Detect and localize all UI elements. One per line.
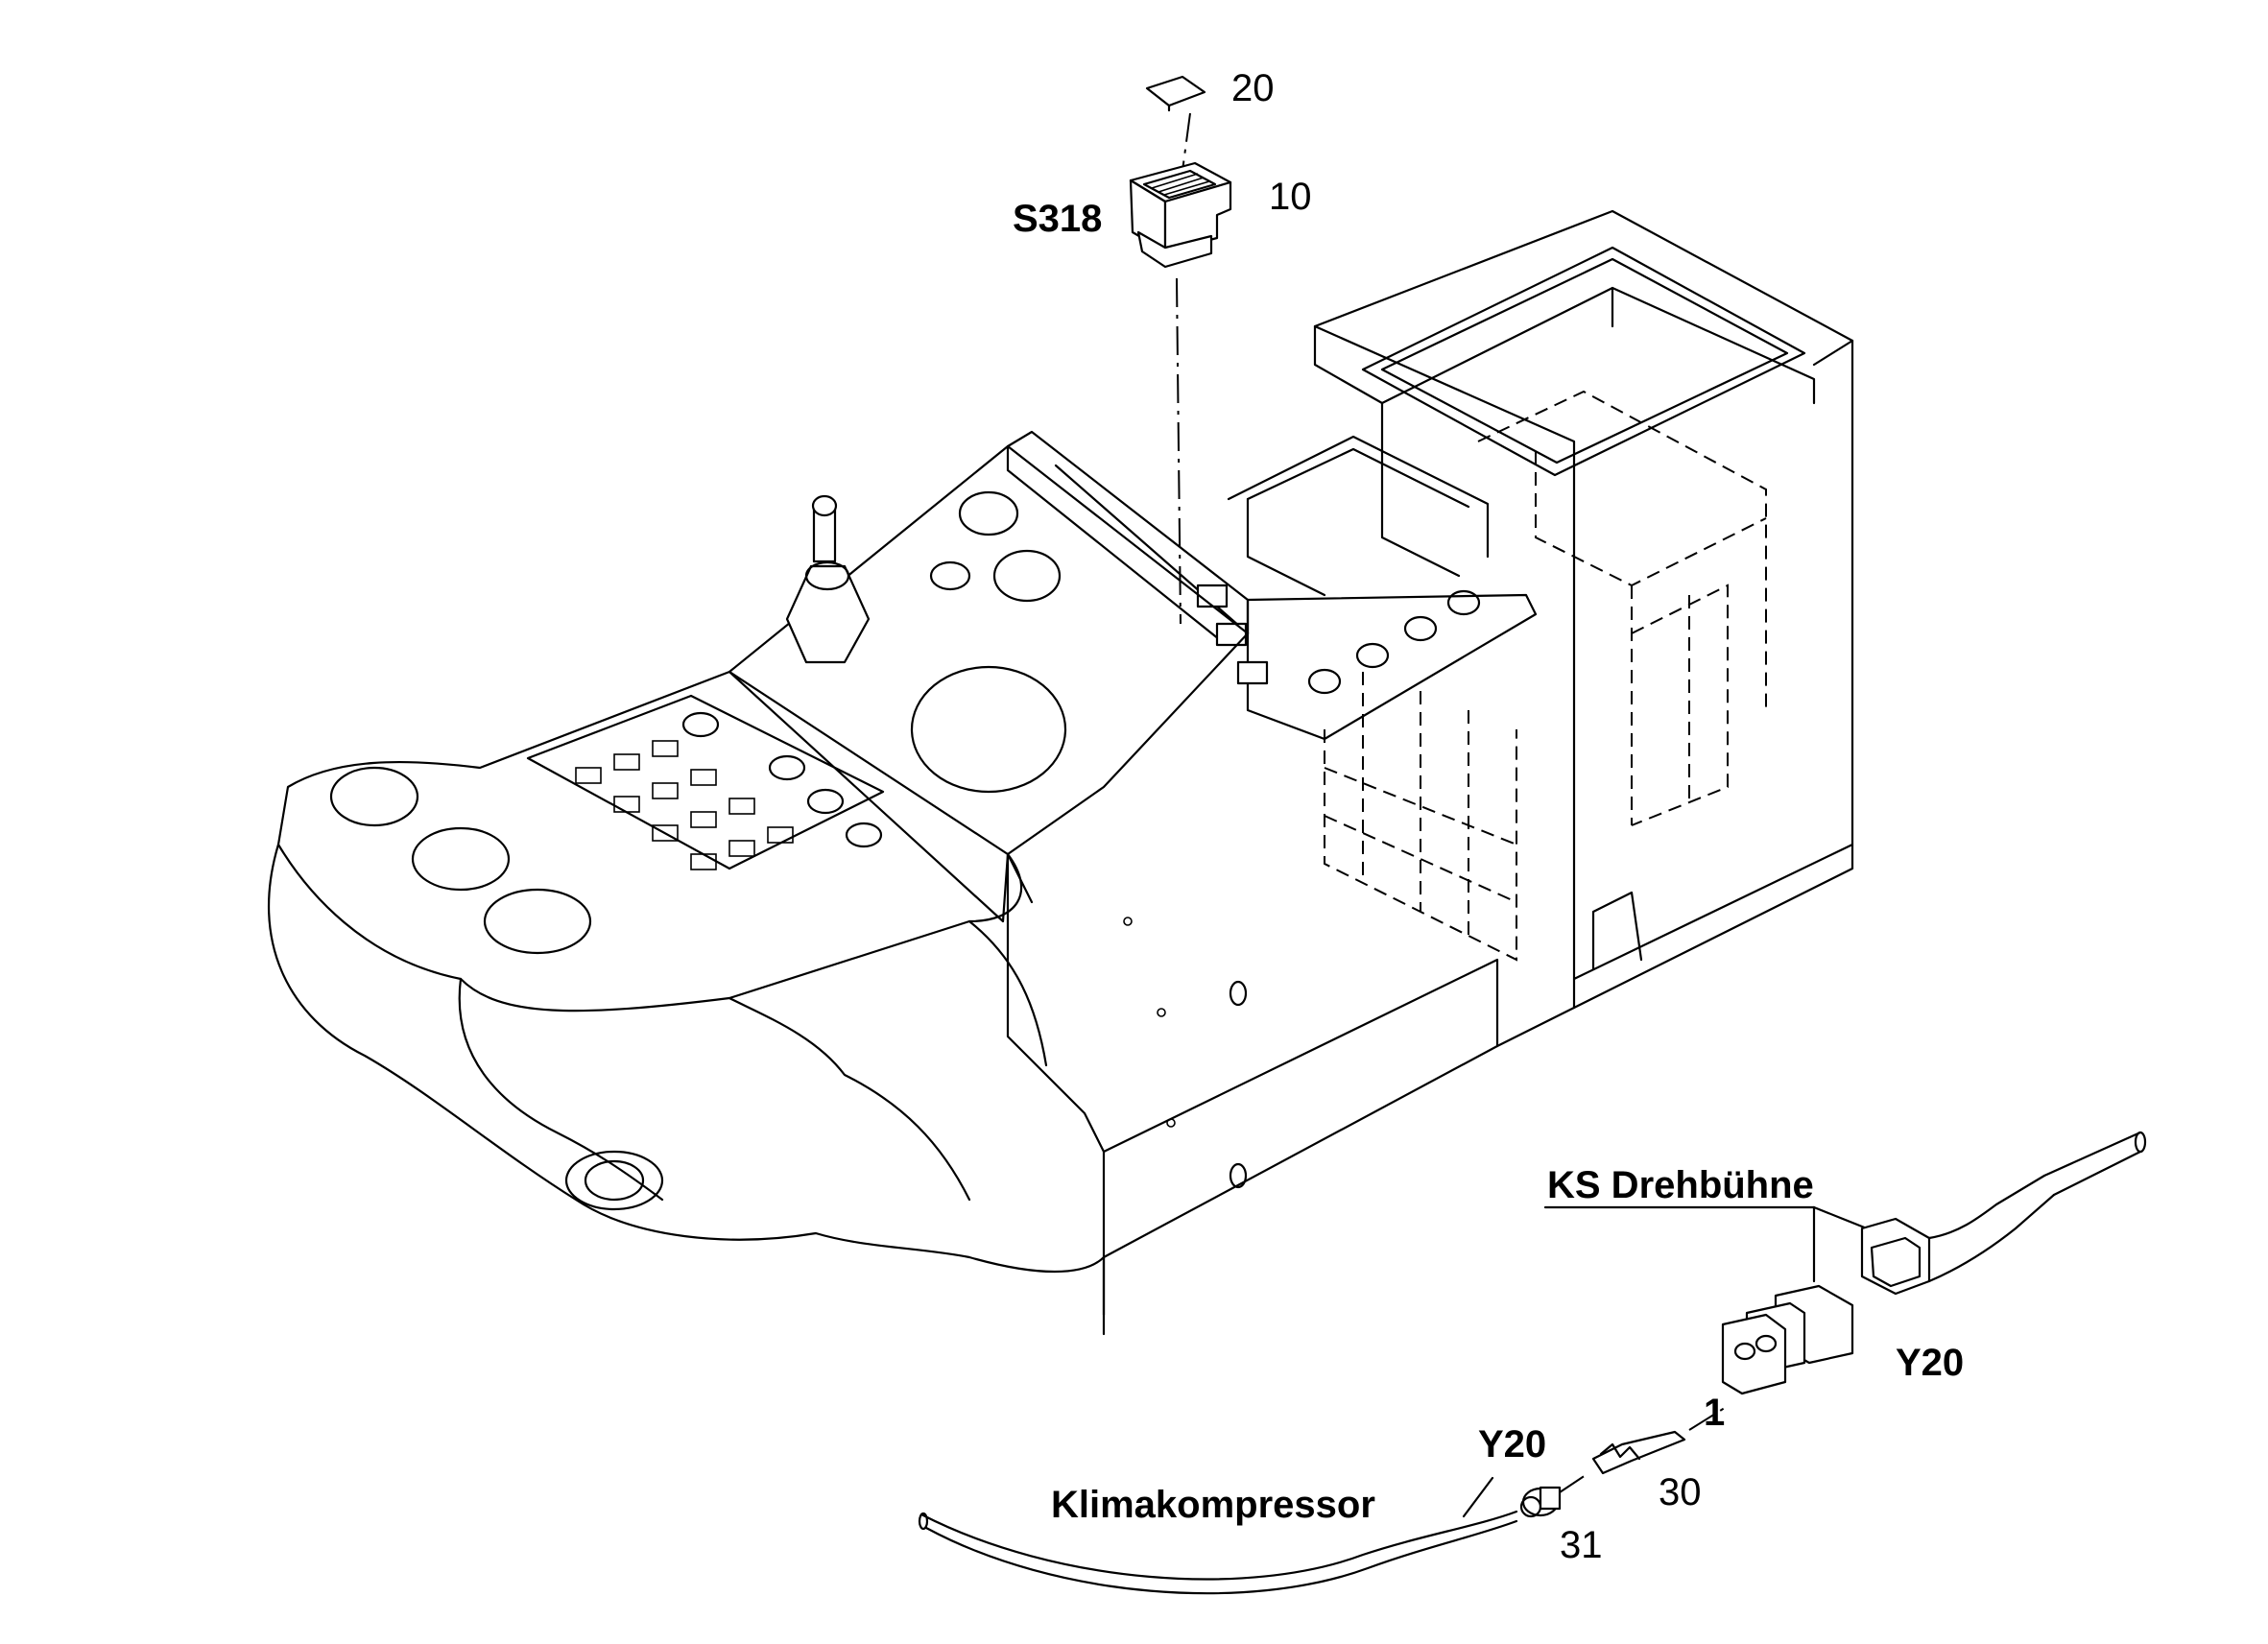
cover-cap-part	[1145, 75, 1206, 112]
wire-seal	[1519, 1486, 1562, 1518]
switch-label-s318: S318	[1013, 198, 1103, 240]
ks-drehbuehne-leader-plug	[1812, 1205, 1874, 1232]
connector-plug-y20	[1860, 1131, 2147, 1296]
connector-socket-housing	[1721, 1284, 1854, 1395]
operator-console-body	[267, 209, 1854, 1336]
rocker-switch-s318-part	[1129, 161, 1232, 269]
part-number-30: 30	[1659, 1471, 1702, 1513]
part-number-31: 31	[1560, 1524, 1603, 1566]
assembly-leader-switch	[1176, 277, 1182, 625]
assembly-leader-cap	[1182, 112, 1191, 172]
assembly-leader-contact	[1688, 1405, 1729, 1431]
pod-switch-grid	[575, 740, 794, 870]
part-number-1: 1	[1704, 1392, 1726, 1434]
assembly-leader-seal	[1559, 1472, 1589, 1493]
klimakompressor-label: Klimakompressor	[1051, 1484, 1375, 1526]
part-number-20: 20	[1231, 67, 1275, 109]
part-number-10: 10	[1269, 176, 1312, 218]
crimp-contact	[1591, 1430, 1686, 1475]
joystick	[785, 494, 871, 664]
klimakompressor-cable	[918, 1476, 1518, 1595]
y20-cable-label: Y20	[1478, 1423, 1547, 1465]
ks-drehbuehne-label: KS Drehbühne	[1547, 1164, 1814, 1206]
y20-plug-label: Y20	[1896, 1342, 1965, 1384]
